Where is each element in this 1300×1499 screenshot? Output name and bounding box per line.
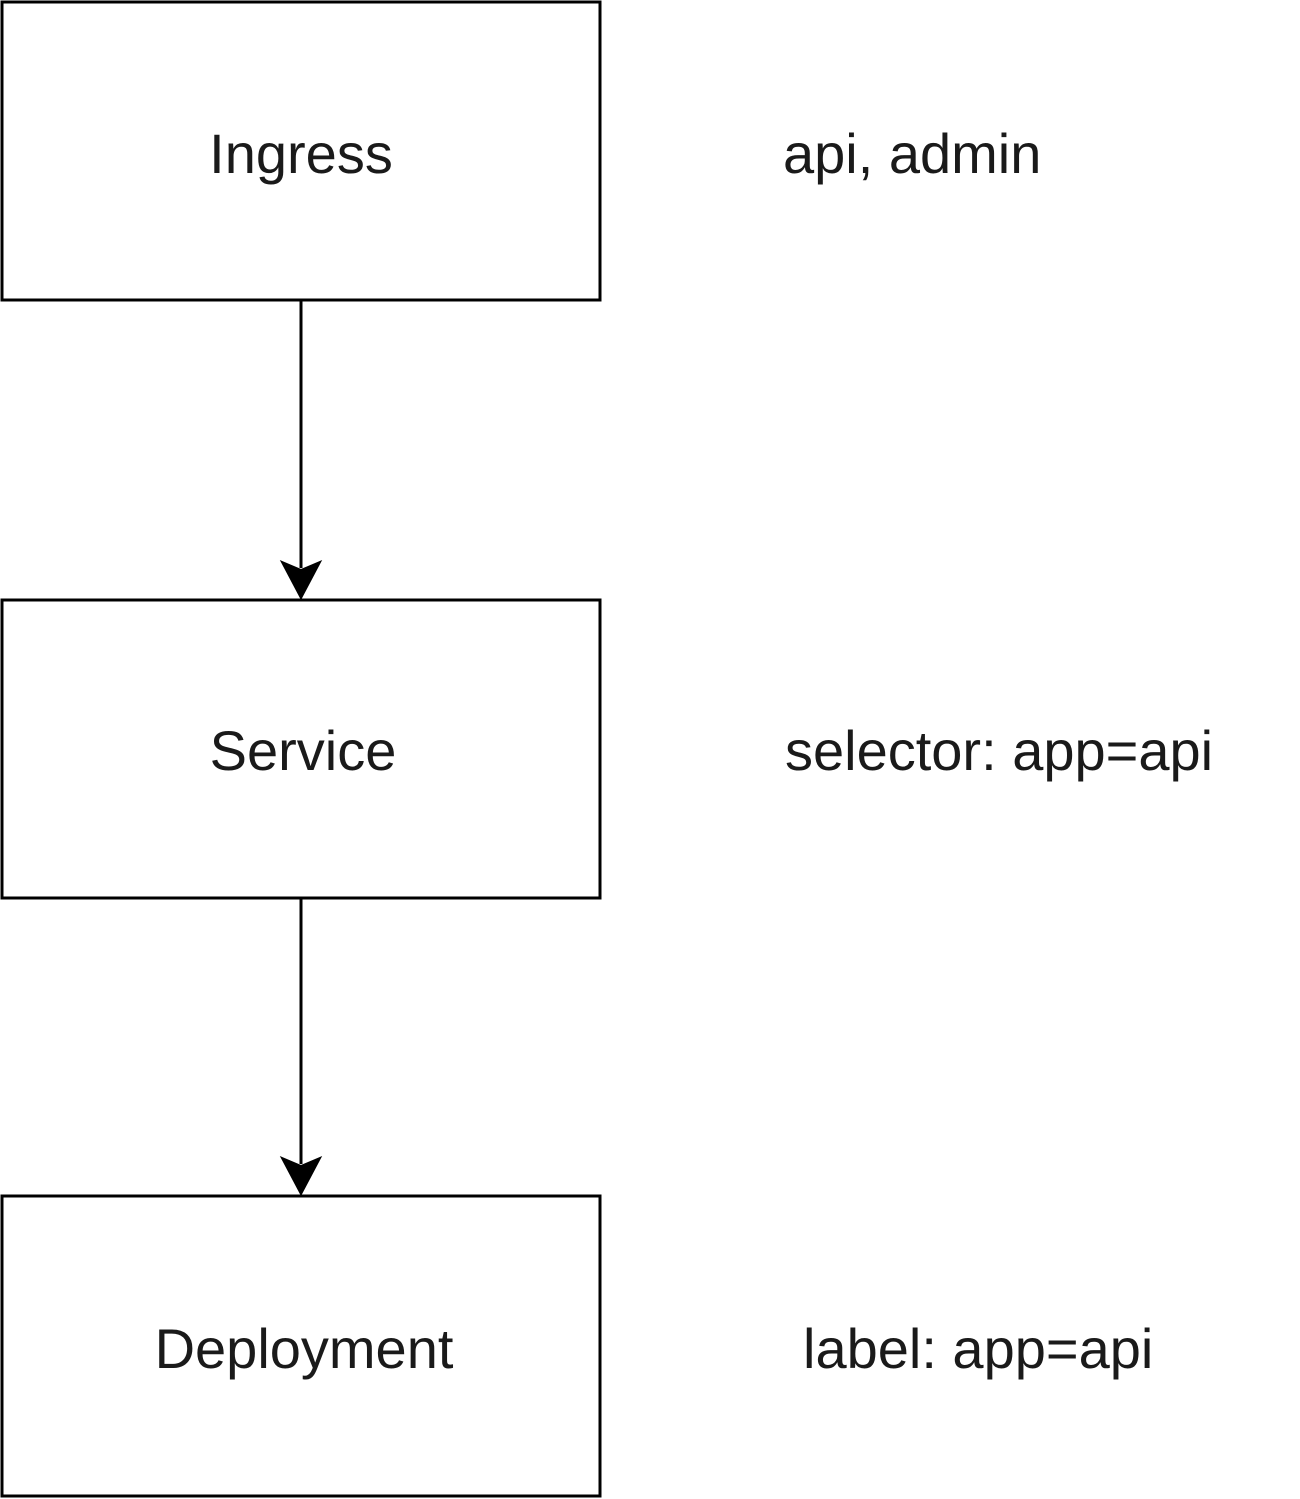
- note-deployment-label: label: app=api: [803, 1317, 1153, 1380]
- node-service: Service: [0, 598, 602, 900]
- node-label-ingress: Ingress: [209, 122, 393, 185]
- note-ingress-hosts: api, admin: [783, 122, 1041, 185]
- note-service-selector: selector: app=api: [785, 719, 1213, 782]
- node-label-service: Service: [210, 719, 397, 782]
- edge-service-to-deployment: [279, 898, 323, 1197]
- node-label-deployment: Deployment: [155, 1317, 454, 1380]
- edge-ingress-to-service: [279, 300, 323, 601]
- node-ingress: Ingress: [0, 0, 602, 302]
- node-deployment: Deployment: [0, 1194, 602, 1498]
